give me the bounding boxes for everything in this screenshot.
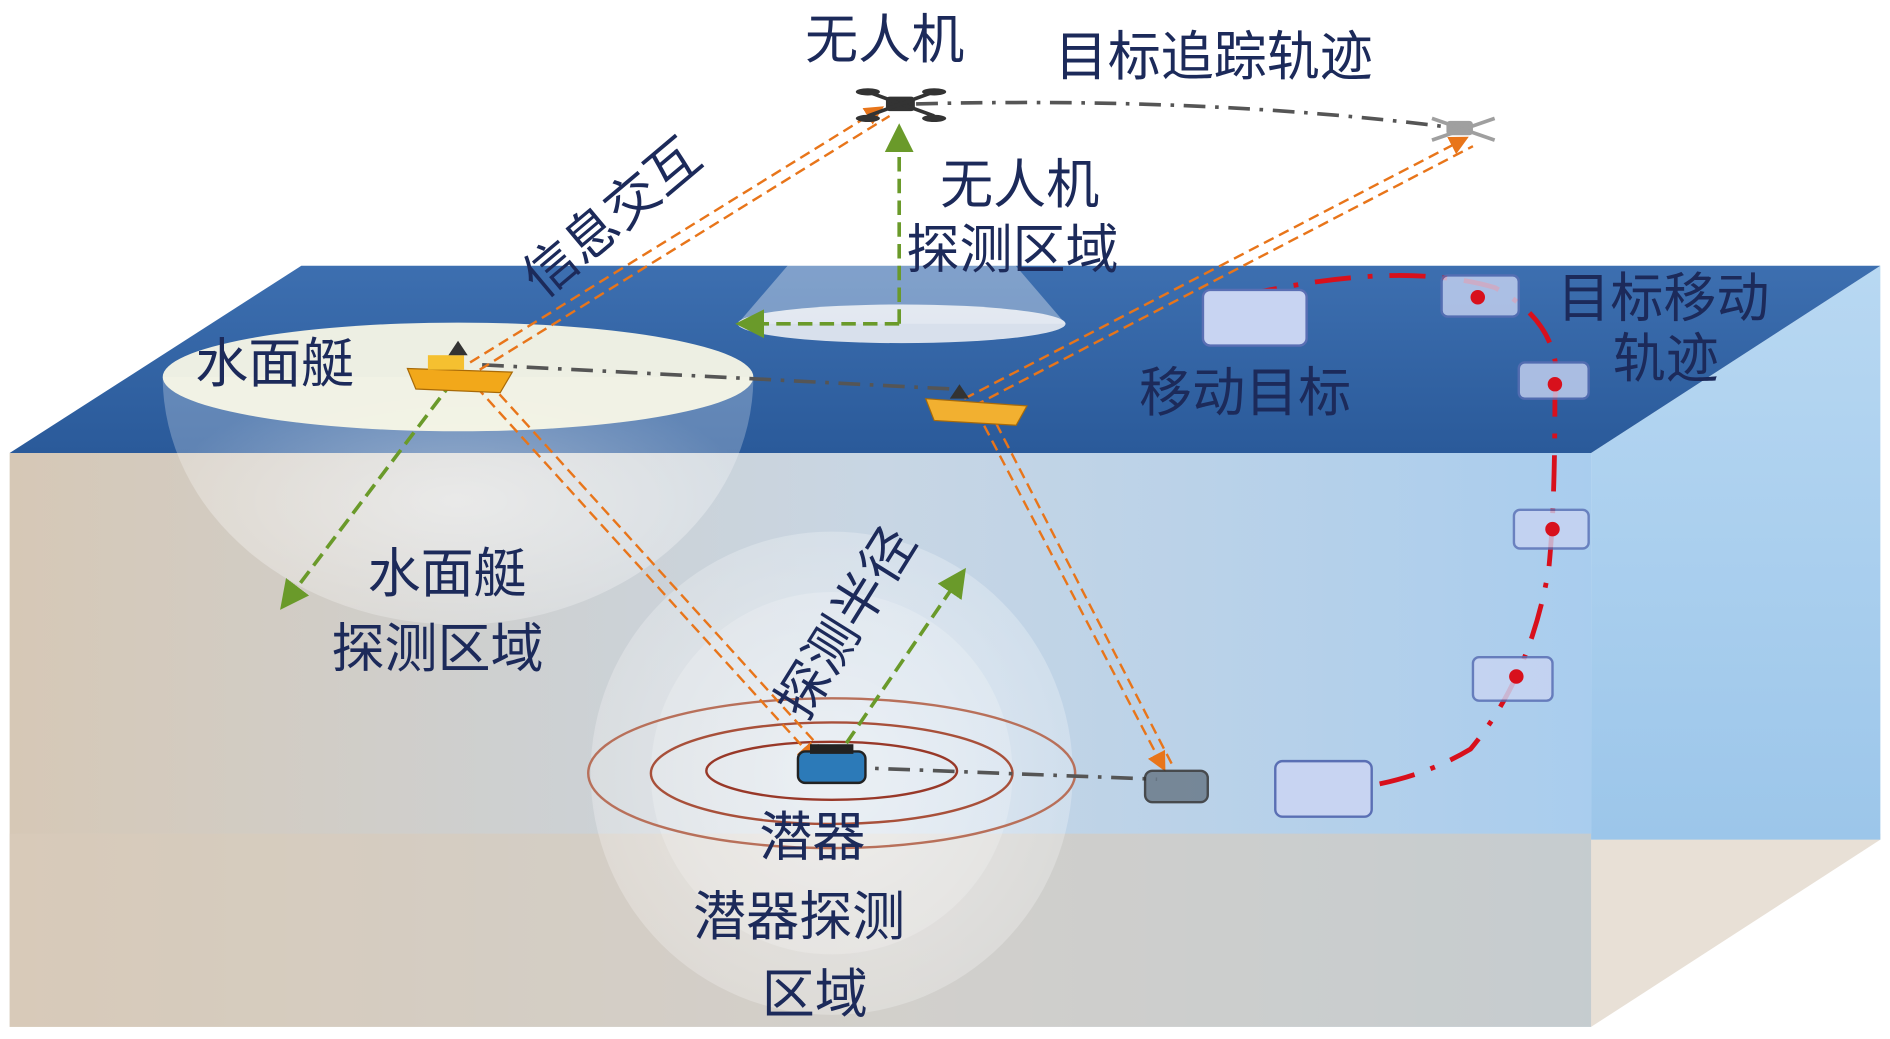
target-trajectory-label-2: 轨迹 [1613, 328, 1719, 390]
uav-detection-area-label-2: 探测区域 [906, 219, 1118, 281]
tracking-lines [482, 100, 1447, 782]
uav-label: 无人机 [805, 9, 964, 71]
detection-radius-arrows [280, 123, 966, 763]
usv-detection-area-label-2: 探测区域 [331, 618, 543, 680]
drone-icon-tracking [1431, 116, 1496, 142]
drone-icon [855, 88, 947, 123]
usv-boat-icon-2 [924, 384, 1028, 426]
trajectory-points [1470, 289, 1563, 684]
auv-icon [796, 744, 867, 785]
usv-boat-icon [406, 340, 514, 394]
sonar-ring-inner [705, 740, 959, 801]
target-moving-trajectory [1240, 273, 1560, 809]
target-trajectory-label-1: 目标移动 [1557, 267, 1769, 329]
uav-detection-footprint [737, 304, 1066, 344]
usv-detection-area-label-1: 水面艇 [368, 543, 527, 605]
auv-icon-2 [1143, 769, 1209, 804]
auv-detection-area-label-2: 区域 [762, 963, 868, 1025]
usv-detection-hemisphere [162, 376, 754, 625]
sonar-ring-mid [649, 721, 1014, 826]
underwater-side-face [1591, 265, 1881, 840]
info-exchange-links [469, 106, 1474, 772]
auv-label: 潜器 [759, 806, 865, 868]
uav-detection-cone [737, 132, 1066, 324]
target-tracking-trajectory-label: 目标追踪轨迹 [1055, 26, 1373, 88]
usv-label: 水面艇 [195, 333, 354, 395]
uav-detection-area-label-1: 无人机 [940, 154, 1099, 216]
auv-detection-area-label-1: 潜器探测 [693, 886, 905, 948]
sonar-ring-outer [587, 697, 1077, 850]
moving-target-label: 移动目标 [1139, 362, 1351, 424]
